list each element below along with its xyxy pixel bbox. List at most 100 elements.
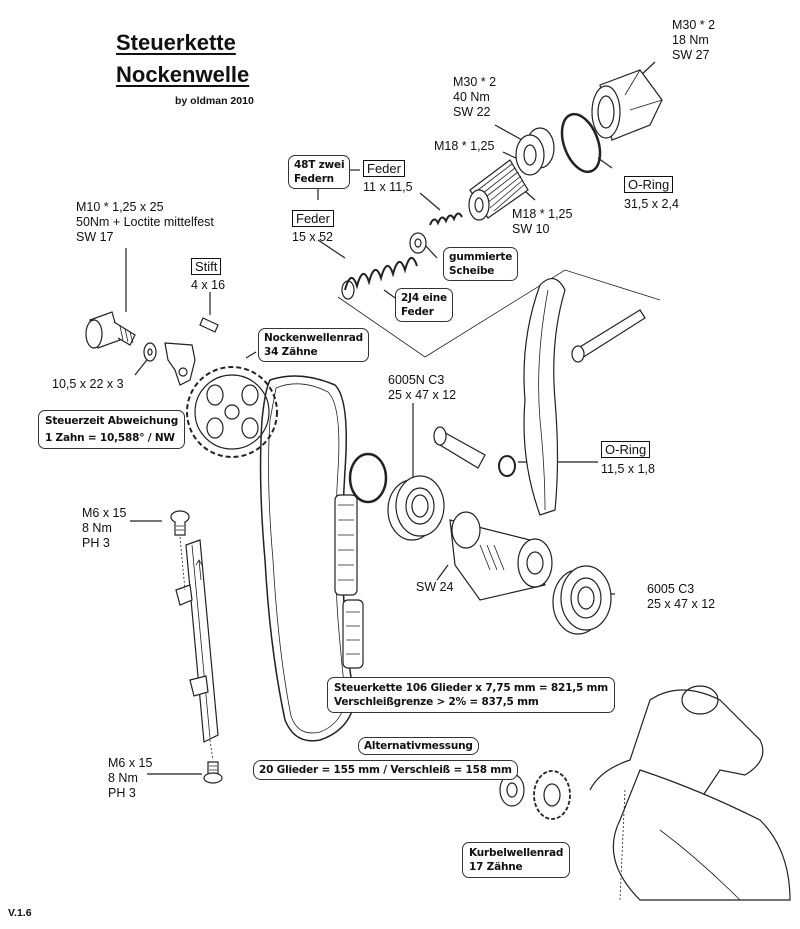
crankshaft	[589, 685, 791, 901]
note-line: 48T zwei	[294, 159, 345, 171]
tensioner-rail	[523, 278, 566, 516]
label-line: M18 * 1,25	[512, 207, 573, 221]
label-line: 25 x 47 x 12	[647, 597, 716, 611]
washer	[143, 342, 157, 362]
label-line: 6005N C3	[388, 373, 445, 387]
label-m30-sw22: M30 * 2 40 Nm SW 22	[453, 75, 496, 120]
plug-sw10	[468, 159, 529, 221]
label-o-ring-small: O-Ring 11,5 x 1,8	[601, 441, 655, 477]
note-line: Verschleißgrenze > 2% = 837,5 mm	[334, 696, 539, 708]
note-steuerkette: Steuerkette 106 Glieder x 7,75 mm = 821,…	[327, 677, 616, 713]
label-line: 25 x 47 x 12	[388, 388, 457, 402]
feder-tag: Feder	[292, 210, 334, 227]
note-alternativmessung: 20 Glieder = 155 mm / Verschleiß = 158 m…	[253, 760, 518, 780]
label-m18-upper: M18 * 1,25	[434, 139, 495, 153]
label-feder-large: Feder 15 x 52	[292, 210, 334, 245]
note-line: 17 Zähne	[469, 861, 523, 873]
note-steuerzeit: Steuerzeit Abweichung 1 Zahn = 10,588° /…	[38, 410, 186, 449]
note-line: 2J4 eine	[401, 292, 447, 304]
label-m6-upper: M6 x 15 8 Nm PH 3	[82, 506, 126, 551]
label-line: M6 x 15	[108, 756, 153, 770]
stift-size: 4 x 16	[191, 278, 226, 292]
label-line: PH 3	[82, 536, 110, 550]
spring-large	[341, 257, 418, 300]
label-line: SW 10	[512, 222, 550, 236]
label-o-ring-large: O-Ring 31,5 x 2,4	[624, 176, 679, 212]
byline: by oldman 2010	[175, 95, 254, 107]
note-line: Nockenwellenrad	[264, 332, 363, 344]
title-line-1: Steuerkette	[116, 30, 236, 55]
screw-m6-lower	[203, 739, 223, 784]
feder-size: 15 x 52	[292, 230, 334, 244]
note-line: Steuerkette 106 Glieder x 7,75 mm = 821,…	[334, 682, 609, 694]
label-line: M30 * 2	[672, 18, 716, 32]
label-washer: 10,5 x 22 x 3	[52, 377, 124, 391]
label-m30-sw27: M30 * 2 18 Nm SW 27	[672, 18, 715, 63]
dowel-pin	[199, 317, 219, 333]
guide-rail	[175, 539, 219, 743]
feder-tag: Feder	[363, 160, 405, 177]
chain-segment-lower	[342, 599, 364, 669]
camshaft	[449, 511, 553, 601]
note-line: Federn	[294, 173, 334, 185]
camshaft-sprocket	[186, 366, 278, 458]
tensioner-pin	[571, 309, 646, 363]
label-m10-bolt: M10 * 1,25 x 25 50Nm + Loctite mittelfes…	[76, 200, 214, 245]
label-line: M6 x 15	[82, 506, 127, 520]
note-alternativmessung-title: Alternativmessung	[358, 737, 479, 755]
label-feder-small: Feder 11 x 11,5	[363, 160, 413, 195]
o-ring-size: 11,5 x 1,8	[601, 462, 655, 476]
label-line: SW 17	[76, 230, 114, 244]
label-line: 18 Nm	[672, 33, 709, 47]
feder-size: 11 x 11,5	[363, 180, 413, 194]
label-line: M10 * 1,25 x 25	[76, 200, 164, 214]
label-line: 6005 C3	[647, 582, 695, 596]
locking-plate	[164, 342, 196, 386]
note-nockenwellenrad: Nockenwellenrad 34 Zähne	[258, 328, 369, 362]
timing-chain	[259, 375, 356, 742]
label-line: M30 * 2	[453, 75, 497, 89]
label-line: 40 Nm	[453, 90, 490, 104]
rubber-washer	[409, 232, 427, 254]
label-sw24: SW 24	[416, 580, 454, 594]
note-line: Scheibe	[449, 265, 495, 277]
note-line: gummierte	[449, 251, 513, 263]
note-line: 34 Zähne	[264, 346, 318, 358]
union-nut-sw27	[591, 69, 663, 141]
stift-tag: Stift	[191, 258, 222, 275]
bearing-6005	[552, 565, 612, 635]
note-eine-feder: 2J4 eine Feder	[395, 288, 453, 322]
note-kurbelwellenrad: Kurbelwellenrad 17 Zähne	[462, 842, 571, 878]
o-ring-size: 31,5 x 2,4	[624, 197, 679, 211]
note-line: Feder	[401, 306, 434, 318]
label-line: 50Nm + Loctite mittelfest	[76, 215, 214, 229]
m10-bolt	[85, 311, 136, 349]
label-stift: Stift 4 x 16	[191, 258, 225, 293]
chain-segment-upper	[334, 494, 358, 596]
label-line: SW 22	[453, 105, 491, 119]
note-line: Steuerzeit Abweichung	[45, 415, 179, 427]
note-gummierte-scheibe: gummierte Scheibe	[443, 247, 519, 281]
assembly-line	[337, 269, 661, 358]
label-bearing-6005: 6005 C3 25 x 47 x 12	[647, 582, 715, 612]
o-ring-tag: O-Ring	[624, 176, 674, 193]
spring-small	[429, 212, 463, 226]
nut-sw22	[515, 127, 555, 176]
note-zwei-federn: 48T zwei Federn	[288, 155, 351, 189]
label-m6-lower: M6 x 15 8 Nm PH 3	[108, 756, 152, 801]
version-label: V.1.6	[8, 907, 32, 919]
note-line: Kurbelwellenrad	[469, 847, 564, 859]
note-line: 1 Zahn = 10,588° / NW	[45, 432, 175, 444]
o-ring-tag: O-Ring	[601, 441, 651, 458]
o-ring-large	[560, 112, 602, 174]
guide-bolt	[433, 426, 516, 477]
label-line: PH 3	[108, 786, 136, 800]
label-line: 8 Nm	[82, 521, 112, 535]
label-line: SW 27	[672, 48, 710, 62]
screw-m6-upper	[170, 510, 190, 591]
label-bearing-6005n: 6005N C3 25 x 47 x 12	[388, 373, 456, 403]
bearing-6005n	[387, 475, 445, 541]
label-line: 8 Nm	[108, 771, 138, 785]
label-m18-sw10: M18 * 1,25 SW 10	[512, 207, 572, 237]
